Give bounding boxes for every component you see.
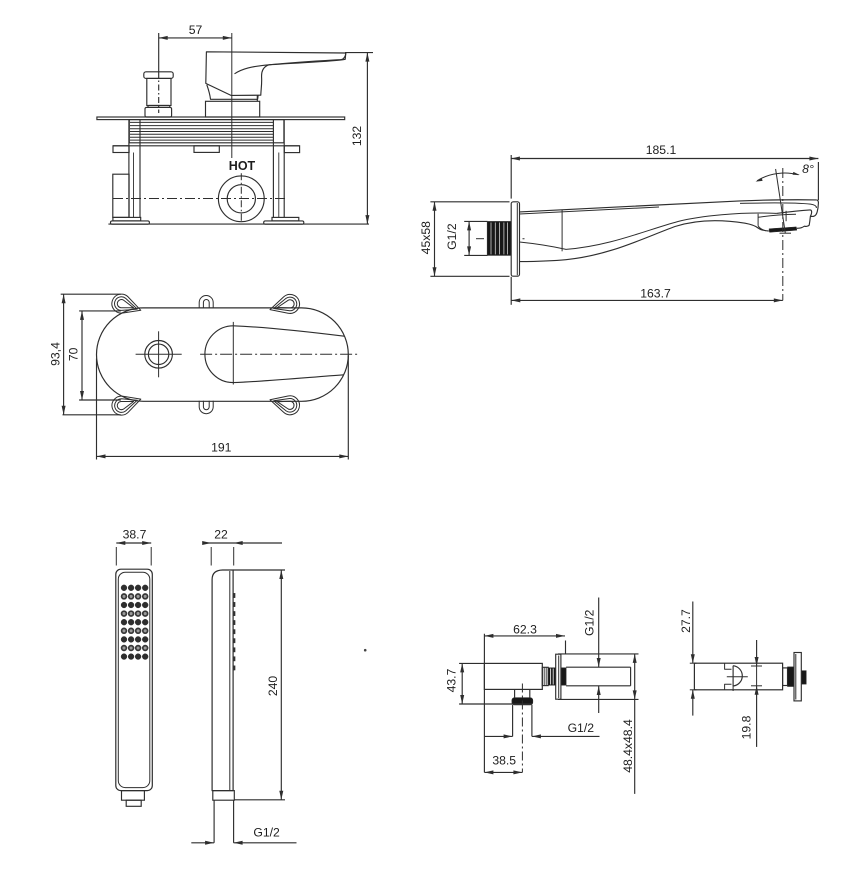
svg-text:93,4: 93,4	[48, 342, 62, 366]
svg-text:57: 57	[189, 23, 203, 37]
svg-text:240: 240	[266, 676, 280, 697]
svg-text:38.5: 38.5	[492, 754, 516, 768]
svg-text:43.7: 43.7	[444, 668, 458, 692]
svg-text:HOT: HOT	[229, 159, 256, 173]
svg-text:8°: 8°	[802, 162, 814, 176]
svg-text:G1/2: G1/2	[568, 721, 595, 735]
svg-text:G1/2: G1/2	[583, 609, 597, 636]
svg-text:45x58: 45x58	[419, 221, 433, 254]
svg-text:132: 132	[350, 126, 364, 147]
svg-text:48.4x48.4: 48.4x48.4	[621, 719, 635, 773]
svg-text:191: 191	[211, 440, 232, 454]
svg-text:70: 70	[67, 347, 81, 361]
svg-text:27.7: 27.7	[679, 609, 693, 633]
svg-text:185.1: 185.1	[646, 143, 677, 157]
svg-text:38.7: 38.7	[123, 527, 147, 541]
svg-text:62.3: 62.3	[513, 623, 537, 637]
svg-text:G1/2: G1/2	[253, 825, 280, 839]
svg-text:G1/2: G1/2	[445, 223, 459, 250]
svg-text:163.7: 163.7	[640, 287, 671, 301]
svg-text:19.8: 19.8	[739, 715, 753, 739]
svg-text:22: 22	[214, 527, 228, 541]
